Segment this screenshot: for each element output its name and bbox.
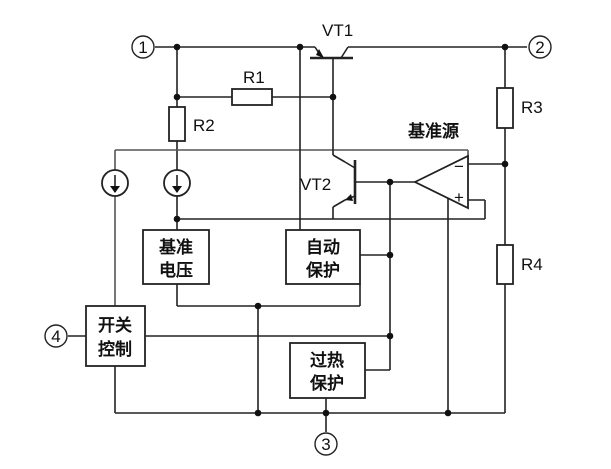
block-auto-protect: 自动 保护: [285, 229, 361, 285]
terminal-1: 1: [131, 35, 155, 59]
svg-text:保护: 保护: [305, 260, 340, 281]
resistor-r3: R3: [496, 87, 543, 129]
svg-text:R4: R4: [521, 255, 543, 274]
terminal-3: 3: [314, 432, 338, 456]
svg-text:自动: 自动: [306, 237, 340, 258]
opamp-reference-source: − + 基准源: [407, 121, 469, 210]
svg-text:2: 2: [535, 38, 544, 57]
svg-text:+: +: [454, 188, 464, 207]
svg-text:保护: 保护: [309, 373, 344, 394]
block-thermal-protect: 过热 保护: [289, 342, 366, 399]
svg-text:−: −: [454, 157, 464, 176]
resistor-r4: R4: [496, 244, 543, 285]
block-switch-control: 开关 控制: [85, 305, 146, 367]
transistor-vt1: VT1: [310, 21, 353, 68]
resistor-r2: R2: [168, 106, 215, 142]
svg-text:R3: R3: [521, 98, 543, 117]
terminal-2: 2: [528, 35, 552, 59]
svg-text:3: 3: [321, 435, 330, 454]
svg-text:基准源: 基准源: [407, 121, 459, 142]
svg-text:1: 1: [138, 38, 147, 57]
svg-text:4: 4: [51, 327, 60, 346]
current-source-right-icon: [163, 169, 191, 197]
svg-text:控制: 控制: [98, 339, 132, 360]
current-source-left-icon: [101, 169, 129, 197]
svg-text:电压: 电压: [159, 260, 193, 281]
wires: [68, 46, 527, 432]
svg-text:开关: 开关: [98, 315, 132, 336]
terminal-4: 4: [44, 324, 68, 348]
svg-text:基准: 基准: [158, 237, 193, 258]
svg-text:VT1: VT1: [322, 21, 353, 40]
transistor-vt2: VT2: [300, 160, 357, 204]
block-reference-voltage: 基准 电压: [142, 229, 210, 285]
svg-text:R2: R2: [193, 116, 215, 135]
svg-text:R1: R1: [243, 68, 265, 87]
resistor-r1: R1: [231, 68, 273, 106]
svg-text:VT2: VT2: [300, 175, 331, 194]
svg-text:过热: 过热: [310, 350, 344, 371]
junction-dots: [173, 43, 509, 417]
